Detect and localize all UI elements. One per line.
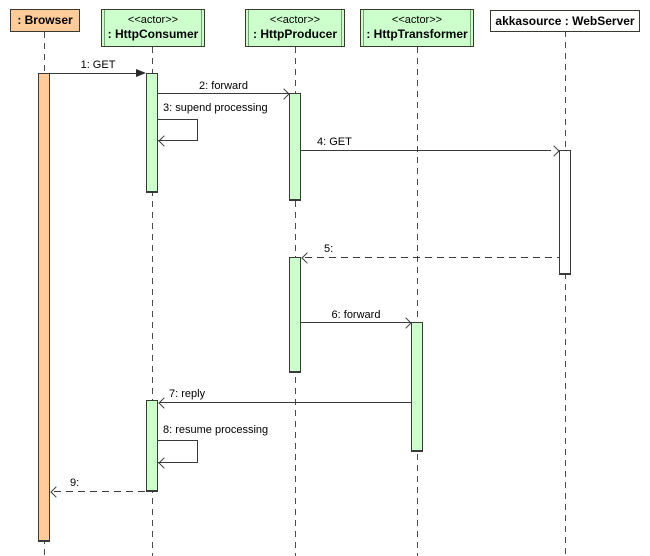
actor-box-inner-border	[248, 10, 249, 46]
message-5-line	[305, 257, 559, 258]
stereotype-label: <<actor>>	[269, 13, 321, 26]
lifeline-head-transformer: <<actor>> : HttpTransformer	[360, 9, 474, 47]
message-3-label: 3: supend processing	[163, 102, 268, 114]
message-3-self-loop	[158, 119, 198, 141]
message-5-label: 5:	[324, 243, 334, 255]
lifeline-head-browser: : Browser	[10, 9, 80, 32]
actor-box-inner-border	[201, 10, 202, 46]
lifeline-consumer	[152, 47, 153, 556]
activation-consumer-1	[146, 73, 158, 193]
activation-consumer-2	[146, 400, 158, 492]
message-5-arrowhead-icon	[301, 252, 313, 264]
object-name: : HttpConsumer	[107, 27, 199, 42]
actor-box-inner-border	[470, 10, 471, 46]
activation-transformer	[411, 322, 423, 452]
actor-box-inner-border	[363, 10, 364, 46]
stereotype-label: <<actor>>	[391, 13, 443, 26]
message-6-label: 6: forward	[331, 309, 381, 321]
message-9-line	[54, 491, 146, 492]
message-2-line	[158, 93, 289, 94]
message-7-arrowhead-icon	[158, 397, 170, 409]
lifeline-head-producer: <<actor>> : HttpProducer	[245, 9, 345, 47]
lifeline-webserver	[565, 31, 566, 556]
message-8-self-loop	[158, 440, 198, 463]
message-7-line	[160, 402, 411, 403]
message-1-line	[50, 73, 138, 74]
actor-box-inner-border	[104, 10, 105, 46]
message-6-line	[301, 322, 411, 323]
message-2-label: 2: forward	[199, 80, 248, 92]
message-1-label: 1: GET	[80, 59, 116, 71]
message-7-label: 7: reply	[169, 388, 206, 400]
lifeline-transformer	[417, 47, 418, 556]
message-1-arrowhead-icon	[136, 69, 146, 77]
lifeline-head-consumer: <<actor>> : HttpConsumer	[101, 9, 205, 47]
lifeline-head-webserver: akkasource : WebServer	[490, 10, 640, 32]
activation-webserver	[559, 150, 571, 275]
activation-producer-2	[289, 257, 301, 373]
object-name: akkasource : WebServer	[495, 13, 635, 28]
activation-producer-1	[289, 93, 301, 201]
message-4-line	[301, 150, 551, 151]
message-8-label: 8: resume processing	[163, 424, 269, 436]
activation-browser	[38, 73, 50, 542]
actor-box-inner-border	[341, 10, 342, 46]
object-name: : HttpProducer	[253, 27, 337, 42]
message-9-label: 9:	[70, 477, 80, 489]
object-name: : HttpTransformer	[366, 27, 468, 42]
stereotype-label: <<actor>>	[127, 13, 179, 26]
message-4-arrowhead-icon	[548, 145, 560, 157]
object-name: : Browser	[17, 13, 73, 27]
message-9-arrowhead-icon	[50, 486, 62, 498]
message-4-label: 4: GET	[317, 136, 352, 148]
